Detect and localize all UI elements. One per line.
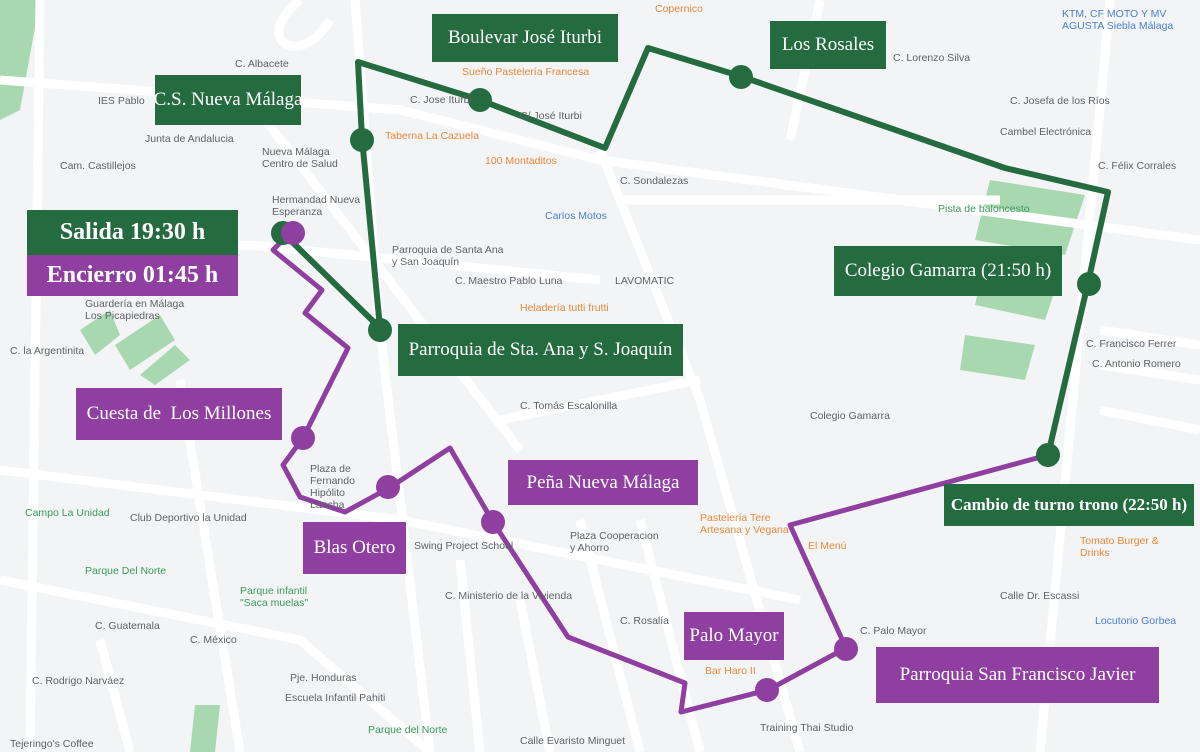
- label-blas-otero: Blas Otero: [303, 522, 406, 574]
- route-outbound-line: [280, 45, 1111, 456]
- map-label: Pje. Honduras: [290, 672, 357, 684]
- map-label: C. Antonio Romero: [1092, 358, 1181, 370]
- label-boulevar: Boulevar José Iturbi: [432, 14, 618, 62]
- map-label: C/ José Iturbi: [520, 110, 582, 122]
- label-pena: Peña Nueva Málaga: [508, 460, 698, 505]
- stop-parroquia-sta-ana[interactable]: [368, 318, 392, 342]
- map-label: Bar Haro II: [705, 665, 756, 677]
- map-label: C. Lorenzo Silva: [893, 52, 971, 64]
- map-label: Plaza Cooperacion y Ahorro: [570, 530, 659, 554]
- map-label: Calle Evaristo Minguet: [520, 735, 626, 747]
- map-label: C. Guatemala: [95, 620, 160, 632]
- map-label: Tomato Burger & Drinks: [1080, 535, 1159, 559]
- map-label: C. Josefa de los Ríos: [1010, 95, 1110, 107]
- map-label: Parroquia de Santa Ana y San Joaquín: [392, 244, 504, 268]
- map-label: KTM, CF MOTO Y MV AGUSTA Siebla Málaga: [1062, 8, 1174, 32]
- map-label: Pista de baloncesto: [938, 203, 1030, 215]
- map-label: Parque Del Norte: [85, 565, 167, 577]
- map-label: Cambel Electrónica: [1000, 126, 1092, 138]
- map-label: Taberna La Cazuela: [385, 130, 479, 142]
- map-label: IES Pablo: [98, 95, 145, 107]
- map-label: Escuela Infantil Pahiti: [285, 692, 386, 704]
- map-label: Junta de Andalucia: [145, 133, 234, 145]
- map-label: C. Sondalezas: [620, 175, 689, 187]
- map-label: C. la Argentinita: [10, 345, 85, 357]
- map-label: Carlos Motos: [545, 210, 607, 222]
- stop-cs-nueva-malaga[interactable]: [350, 128, 374, 152]
- map-label: C. Jose Iturbi: [410, 94, 472, 106]
- label-cuesta-millones: Cuesta de Los Millones: [76, 388, 282, 440]
- stop-cambio-turno[interactable]: [1036, 443, 1060, 467]
- map-label: Plaza de Fernando Hipólito Lancha: [310, 463, 355, 511]
- map-label: Campo La Unidad: [25, 507, 110, 519]
- map-label: C. Maestro Pablo Luna: [455, 275, 563, 287]
- map-label: C. Francisco Ferrer: [1086, 338, 1177, 350]
- label-los-rosales: Los Rosales: [770, 21, 886, 69]
- stop-cuesta-millones[interactable]: [291, 426, 315, 450]
- stop-palo-mayor[interactable]: [755, 678, 779, 702]
- map-label: C. Félix Corrales: [1098, 160, 1177, 172]
- map-label: Calle Dr. Escassi: [1000, 590, 1080, 602]
- map-label: C. Rodrigo Narváez: [32, 675, 125, 687]
- map-label: Colegio Gamarra: [810, 410, 890, 422]
- map-label: Parque infantil "Saca muelas": [240, 585, 309, 609]
- map-label: C. Palo Mayor: [860, 625, 927, 637]
- label-palo-mayor: Palo Mayor: [684, 612, 784, 660]
- map-label: Club Deportivo la Unidad: [130, 512, 247, 524]
- map-label: Sueño Pastelería Francesa: [462, 66, 590, 78]
- label-encierro: Encierro 01:45 h: [27, 255, 238, 296]
- stop-san-francisco[interactable]: [834, 637, 858, 661]
- map-label: Tejeringo's Coffee: [10, 738, 94, 750]
- stop-encierro[interactable]: [281, 221, 305, 245]
- map-label: Hermandad Nueva Esperanza: [272, 194, 361, 218]
- label-parroquia-sta-ana: Parroquia de Sta. Ana y S. Joaquín: [398, 324, 683, 376]
- map-label: C. Tomás Escalonilla: [520, 400, 618, 412]
- map-label: Nueva Málaga Centro de Salud: [262, 146, 338, 170]
- map-label: El Menú: [808, 540, 847, 552]
- label-cs-nueva-malaga: C.S. Nueva Málaga: [154, 75, 302, 125]
- map-label: Cam. Castillejos: [60, 160, 136, 172]
- map-label: Parque del Norte: [368, 724, 448, 736]
- stop-pena[interactable]: [481, 510, 505, 534]
- map-label: Locutorio Gorbea: [1095, 615, 1177, 627]
- map-label: Training Thai Studio: [760, 722, 854, 734]
- map-label: C. Ministerio de la Vivienda: [445, 590, 573, 602]
- map-label: LAVOMATIC: [615, 275, 675, 287]
- map-label: Copernico: [655, 3, 703, 15]
- map-label: C. Rosalía: [620, 615, 670, 627]
- map-label: Heladería tutti frutti: [520, 302, 609, 314]
- map-label: Swing Project School: [414, 540, 514, 552]
- stop-los-rosales[interactable]: [729, 65, 753, 89]
- label-colegio-gamarra: Colegio Gamarra (21:50 h): [834, 246, 1062, 296]
- map-label: 100 Montaditos: [485, 155, 557, 167]
- map-label: Pastelería Tere Artesana y Vegana: [700, 512, 789, 536]
- map-label: Guardería en Málaga Los Picapiedras: [85, 298, 185, 322]
- label-salida: Salida 19:30 h: [27, 210, 238, 255]
- label-cambio-turno: Cambio de turno trono (22:50 h): [944, 484, 1194, 526]
- stop-colegio-gamarra[interactable]: [1077, 272, 1101, 296]
- stop-boulevar[interactable]: [468, 88, 492, 112]
- map-label: C. México: [190, 634, 237, 646]
- stop-blas-otero[interactable]: [376, 475, 400, 499]
- map-label: C. Albacete: [235, 58, 289, 70]
- label-san-francisco: Parroquia San Francisco Javier: [876, 647, 1159, 703]
- return-stops: [281, 221, 858, 702]
